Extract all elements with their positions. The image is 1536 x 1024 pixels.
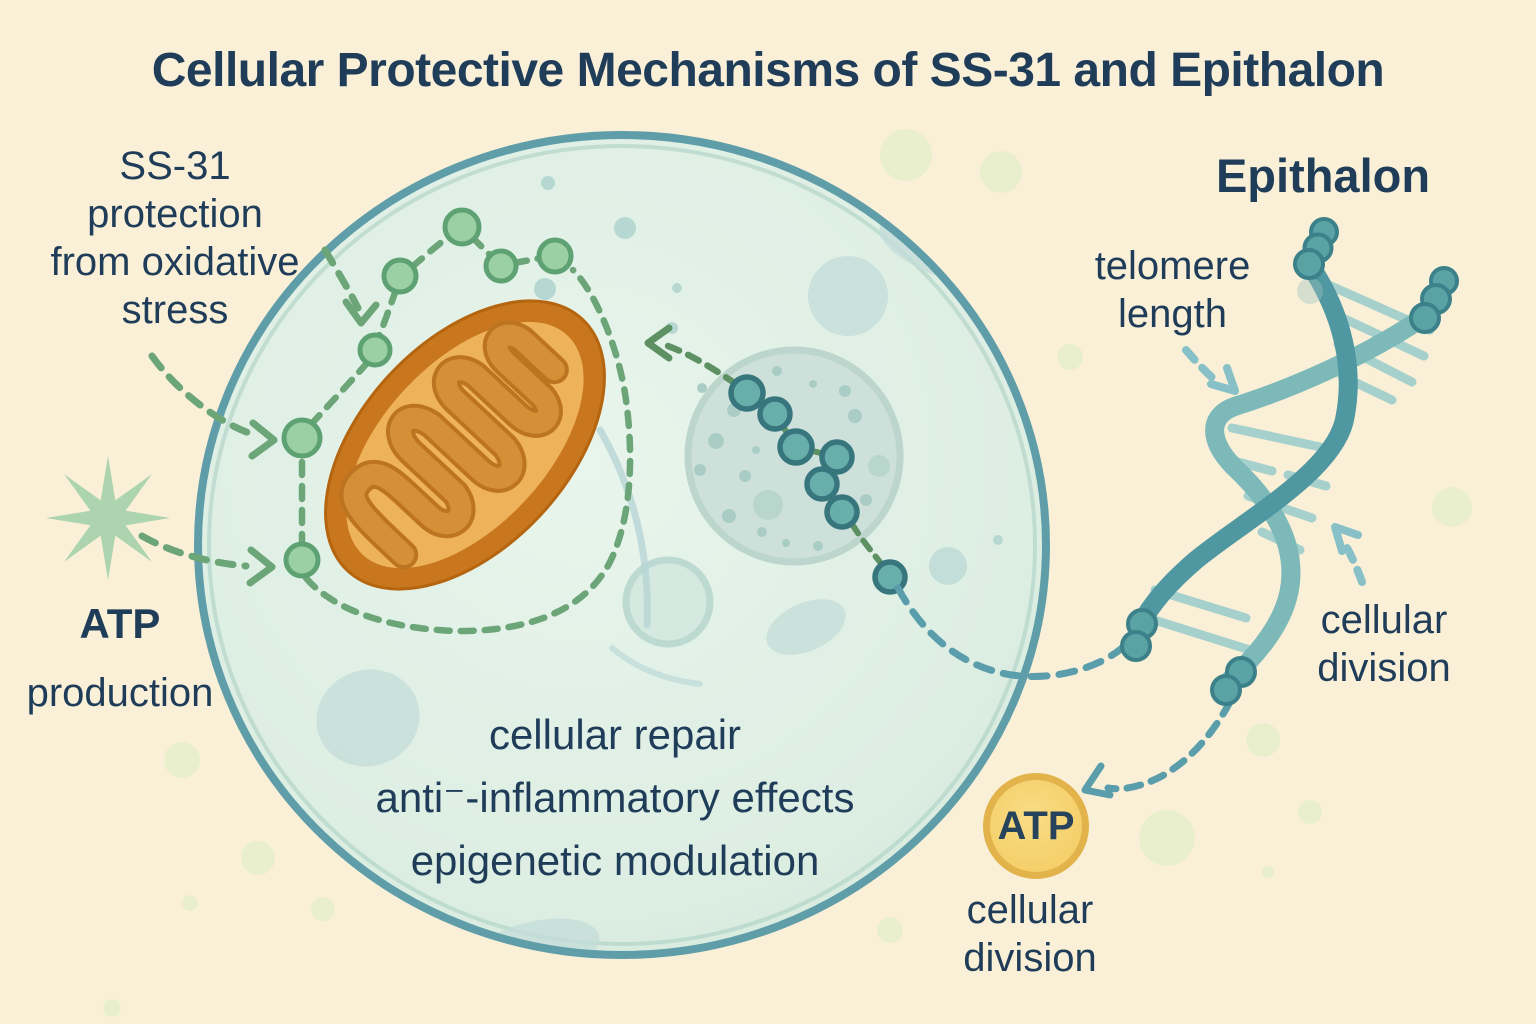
background-speckles xyxy=(103,129,1472,1017)
label-cellular-division-right: cellular division xyxy=(1317,598,1451,690)
atp-badge: ATP xyxy=(983,773,1089,879)
atp-badge-label: ATP xyxy=(997,803,1075,848)
signal-paths xyxy=(894,584,1234,799)
arrowhead-left-icon xyxy=(644,324,673,362)
annotation-arrows xyxy=(1182,346,1366,586)
label-cell-functions: cellular repair anti⁻-inflammatory effec… xyxy=(375,711,855,884)
mitochondrion-icon xyxy=(324,299,606,591)
epithalon-chain xyxy=(644,324,908,595)
label-telomere-length: telomere length xyxy=(1094,244,1251,336)
arrowhead-upleft-icon xyxy=(1331,523,1362,555)
label-epithalon: Epithalon xyxy=(1215,149,1431,202)
page-title: Cellular Protective Mechanisms of SS-31 … xyxy=(151,44,1385,97)
label-atp-production-line2: production xyxy=(26,670,214,715)
arrowhead-right-icon xyxy=(246,546,276,587)
telomere-beads xyxy=(1120,217,1459,706)
starburst-icon xyxy=(46,456,170,580)
label-atp-production: ATP production xyxy=(0,580,240,736)
ss31-entry-arrows xyxy=(138,246,380,587)
dna-helix-icon xyxy=(1120,217,1459,706)
arrowhead-downright-icon xyxy=(1207,364,1239,395)
arrowhead-down-icon xyxy=(342,298,380,327)
cell xyxy=(194,131,1050,959)
label-ss31-protection: SS-31 protection from oxidative stress xyxy=(50,144,300,332)
label-atp-production-line1: ATP xyxy=(79,600,161,648)
label-cellular-division-bottom: cellular division xyxy=(963,888,1097,980)
ss31-peptide-beads xyxy=(281,207,574,579)
arrowhead-downleft-icon xyxy=(1081,762,1114,799)
arrowhead-right-icon xyxy=(248,419,278,460)
